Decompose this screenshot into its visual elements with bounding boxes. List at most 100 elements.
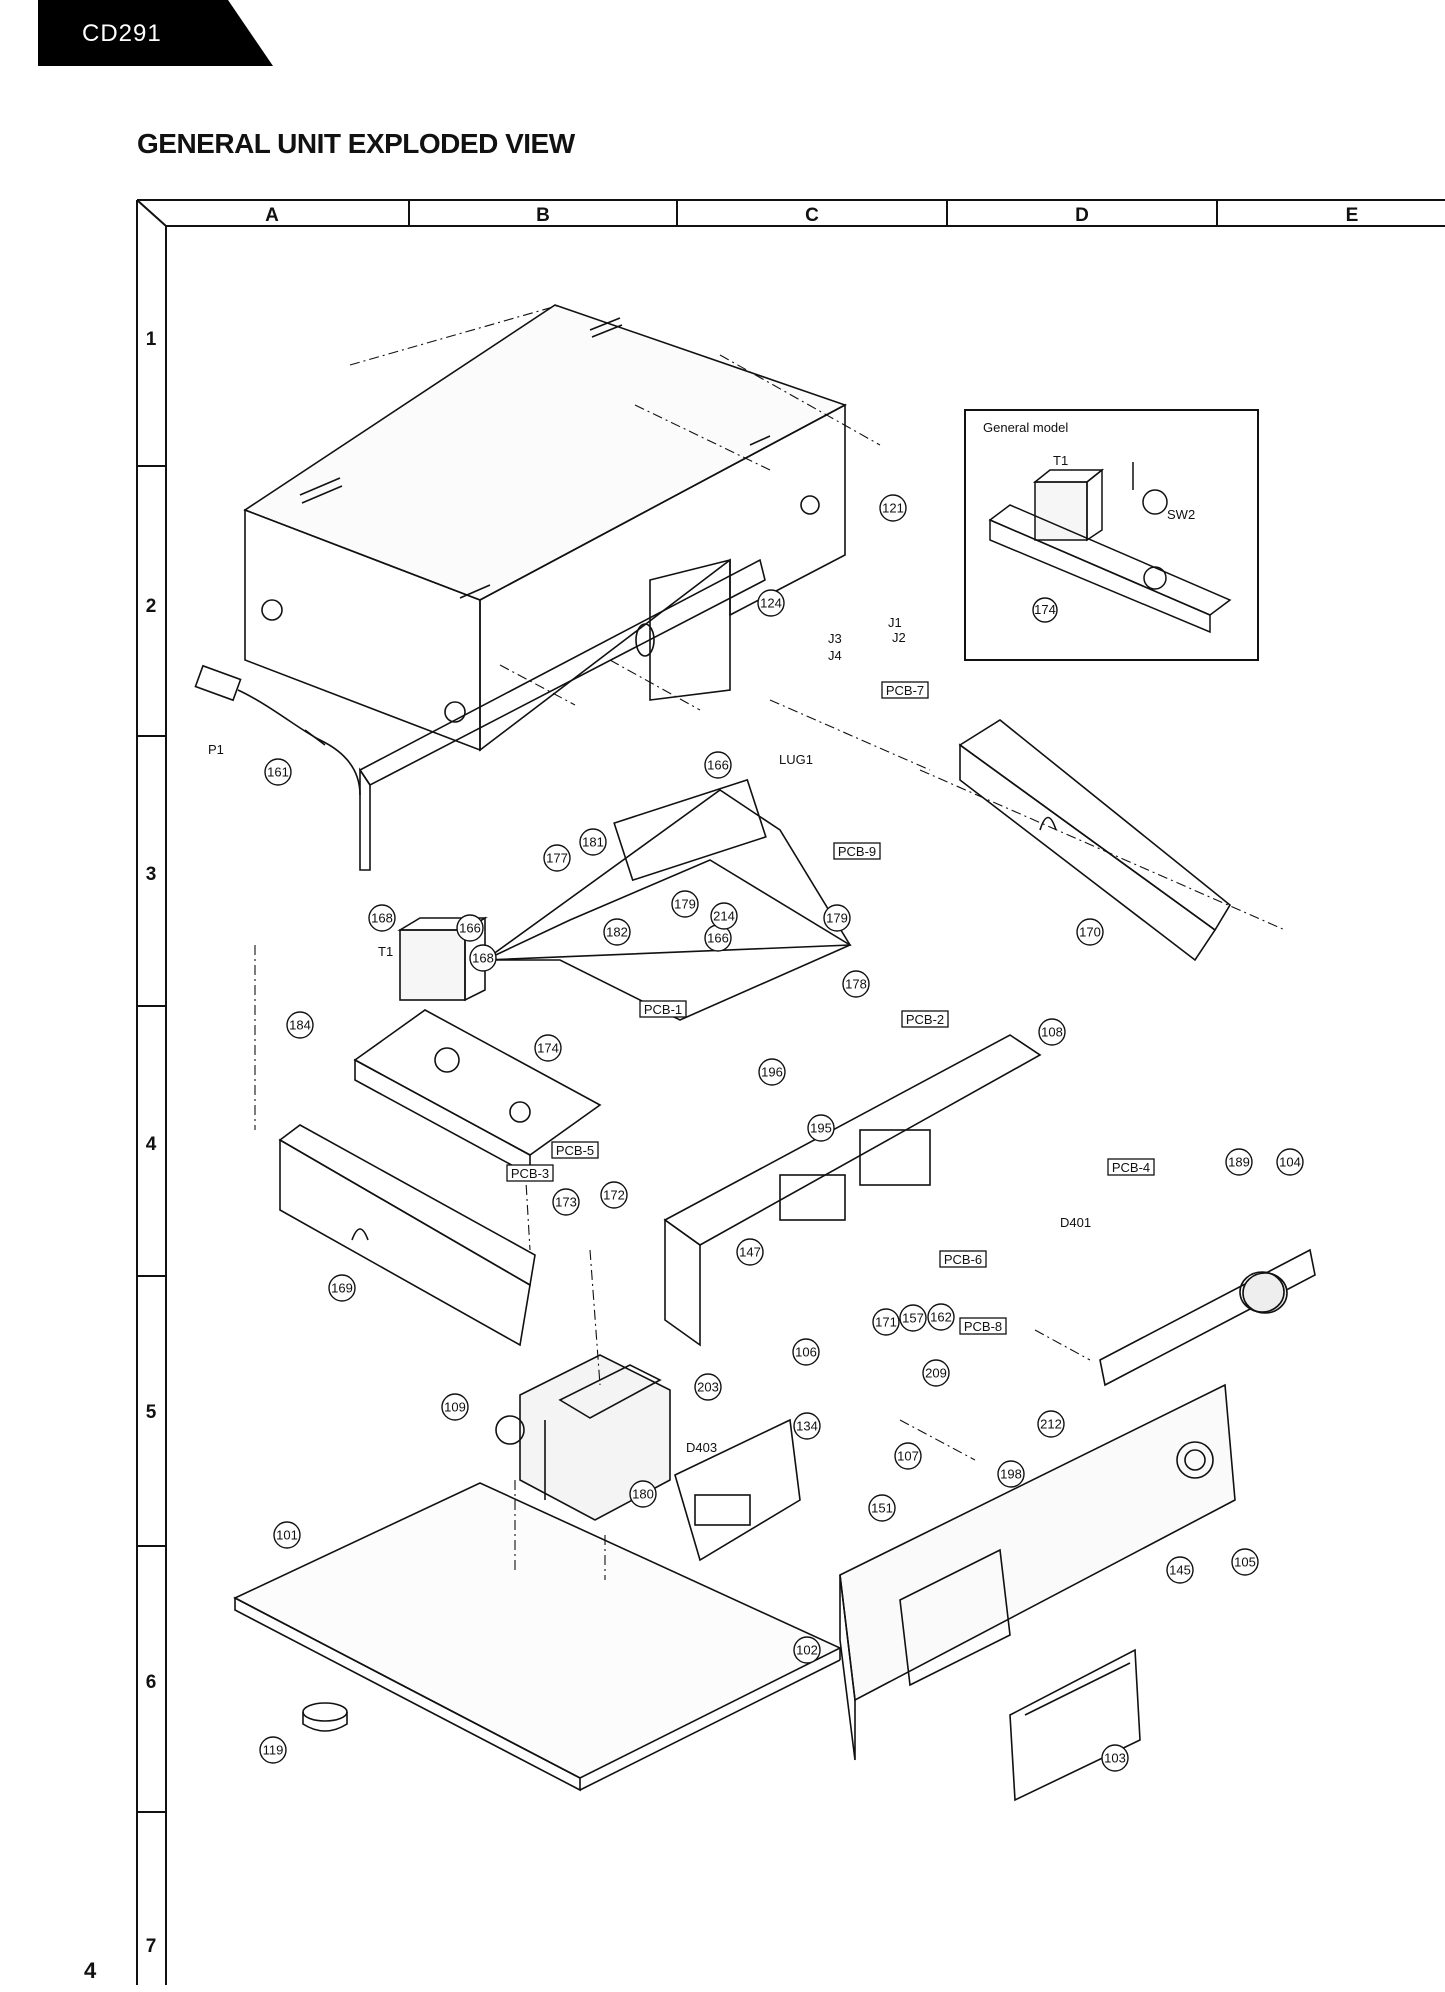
part-callout-198: 198 — [997, 1460, 1025, 1488]
callout-label: 168 — [472, 951, 494, 966]
disc-door — [1009, 1648, 1141, 1802]
part-callouts: 1011021031041051061071081091191211241341… — [259, 494, 1304, 1772]
row-label-1: 1 — [146, 329, 157, 350]
callout-label: 119 — [263, 1743, 284, 1758]
pcb-label-text: PCB-6 — [944, 1252, 982, 1267]
pcb-label-pcb-2: PCB-2 — [901, 1010, 949, 1028]
part-callout-161: 161 — [264, 758, 292, 786]
part-callout-189: 189 — [1225, 1148, 1253, 1176]
part-callout-170: 170 — [1076, 918, 1104, 946]
inset-callout-label: 174 — [1034, 602, 1056, 617]
main-pcb-outline — [482, 778, 852, 1021]
callout-label: 109 — [444, 1400, 466, 1415]
text-label-d401: D401 — [1060, 1215, 1091, 1230]
part-callout-107: 107 — [894, 1442, 922, 1470]
callout-circle — [694, 1373, 722, 1401]
pcb-label-pcb-3: PCB-3 — [506, 1164, 554, 1182]
pcb-label-text: PCB-7 — [886, 683, 924, 698]
pcb-label-pcb-6: PCB-6 — [939, 1250, 987, 1268]
callout-circle — [757, 589, 785, 617]
callout-label: 180 — [632, 1487, 654, 1502]
callout-label: 103 — [1104, 1751, 1126, 1766]
callout-label: 170 — [1079, 925, 1101, 940]
callout-circle — [792, 1338, 820, 1366]
part-callout-134: 134 — [793, 1412, 821, 1440]
part-callout-124: 124 — [757, 589, 785, 617]
side-panel-left — [278, 1124, 536, 1347]
inset-line-art — [988, 462, 1232, 634]
part-callout-177: 177 — [543, 844, 571, 872]
callout-label: 203 — [697, 1380, 719, 1395]
transformer-t1 — [397, 916, 488, 1002]
part-callout-181: 181 — [579, 828, 607, 856]
side-panel-right — [958, 719, 1232, 962]
callout-circle — [710, 902, 738, 930]
callout-circle — [922, 1359, 950, 1387]
callout-circle — [273, 1521, 301, 1549]
part-callout-196: 196 — [758, 1058, 786, 1086]
callout-label: 166 — [707, 931, 729, 946]
callout-circle — [579, 828, 607, 856]
callout-label: 214 — [713, 909, 735, 924]
pcb-label-pcb-8: PCB-8 — [959, 1317, 1007, 1335]
text-label-lug1: LUG1 — [779, 752, 813, 767]
model-tab: CD291 — [38, 0, 273, 66]
callout-circle — [552, 1188, 580, 1216]
callout-label: 161 — [267, 765, 289, 780]
part-callout-162: 162 — [927, 1303, 955, 1331]
assembly-dashed-lines — [254, 304, 1286, 1580]
part-callout-121: 121 — [879, 494, 907, 522]
callout-label: 168 — [371, 911, 393, 926]
foot — [302, 1702, 348, 1732]
part-callout-102: 102 — [793, 1636, 821, 1664]
callout-circle — [1231, 1548, 1259, 1576]
front-panel — [839, 1383, 1236, 1761]
callout-label: 171 — [875, 1315, 897, 1330]
part-callout-184: 184 — [286, 1011, 314, 1039]
part-callout-169: 169 — [328, 1274, 356, 1302]
part-callout-106: 106 — [792, 1338, 820, 1366]
callout-label: 151 — [871, 1501, 893, 1516]
top-cover — [243, 304, 847, 752]
pcb-label-text: PCB-9 — [838, 844, 876, 859]
callout-label: 145 — [1169, 1563, 1191, 1578]
text-label-p1: P1 — [208, 742, 224, 757]
callout-label: 105 — [1234, 1555, 1256, 1570]
part-callout-151: 151 — [868, 1494, 896, 1522]
callout-circle — [543, 844, 571, 872]
pcb-label-pcb-5: PCB-5 — [551, 1141, 599, 1159]
pcb-label-pcb-7: PCB-7 — [881, 681, 929, 699]
part-callout-212: 212 — [1037, 1410, 1065, 1438]
part-callout-103: 103 — [1101, 1744, 1129, 1772]
callout-circle — [600, 1181, 628, 1209]
pcb-label-box — [939, 1250, 987, 1268]
part-callout-173: 173 — [552, 1188, 580, 1216]
general-model-inset: General model T1 SW2 174 — [964, 409, 1259, 661]
callout-label: 157 — [902, 1311, 924, 1326]
callout-circle — [758, 1058, 786, 1086]
model-name: CD291 — [82, 20, 162, 47]
callout-circle — [286, 1011, 314, 1039]
power-cord — [194, 664, 361, 796]
part-callout-109: 109 — [441, 1393, 469, 1421]
part-callout-119: 119 — [259, 1736, 287, 1764]
part-callout-145: 145 — [1166, 1556, 1194, 1584]
part-callout-179: 179 — [823, 904, 851, 932]
callout-circle — [368, 904, 396, 932]
callout-label: 172 — [603, 1188, 625, 1203]
part-callout-166: 166 — [456, 914, 484, 942]
callout-circle — [1076, 918, 1104, 946]
callout-circle — [894, 1442, 922, 1470]
callout-label: 178 — [845, 977, 867, 992]
callout-circle — [441, 1393, 469, 1421]
part-callout-172: 172 — [600, 1181, 628, 1209]
inset-callout: 174 — [1032, 597, 1058, 623]
part-callout-101: 101 — [273, 1521, 301, 1549]
callout-label: 174 — [537, 1041, 559, 1056]
callout-label: 209 — [925, 1366, 947, 1381]
row-label-2: 2 — [146, 596, 157, 617]
col-label-c: C — [805, 205, 819, 226]
callout-label: 179 — [674, 897, 696, 912]
